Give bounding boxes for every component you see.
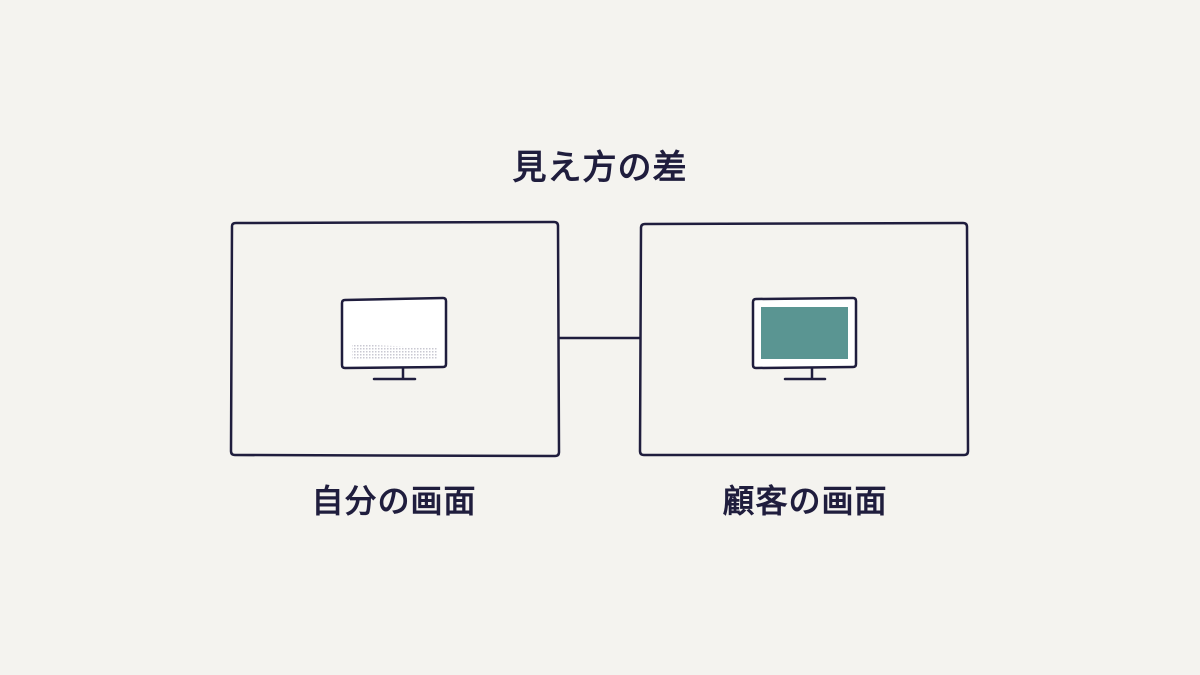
faded-screen [352,344,437,359]
right-panel-caption: 顧客の画面 [722,482,888,520]
monitor-icon [340,296,448,381]
page-title: 見え方の差 [512,148,688,188]
right-panel-frame [638,221,970,457]
filled-screen [761,307,848,359]
left-panel-caption: 自分の画面 [311,482,477,520]
monitor-icon [751,296,858,381]
left-panel-frame [229,220,561,458]
